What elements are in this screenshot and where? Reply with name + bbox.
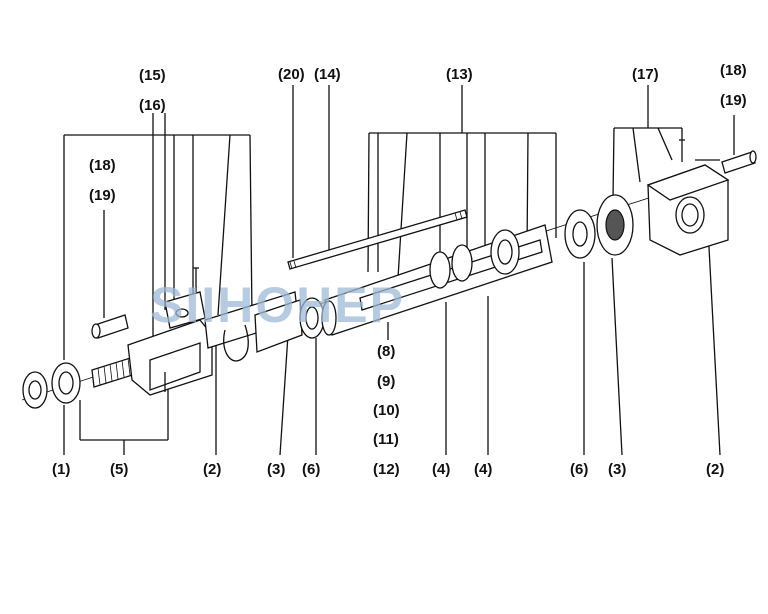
callout-20: (20) — [278, 66, 305, 83]
callout-9: (9) — [377, 373, 395, 390]
callout-8: (8) — [377, 343, 395, 360]
callout-17: (17) — [632, 66, 659, 83]
callout-11: (11) — [373, 431, 399, 448]
callout-16: (16) — [139, 97, 166, 114]
callout-3-right: (3) — [608, 461, 626, 478]
callout-6-left: (6) — [302, 461, 320, 478]
callout-19-right: (19) — [720, 92, 747, 109]
parts — [21, 139, 757, 409]
callout-4-b: (4) — [474, 461, 492, 478]
callout-15: (15) — [139, 67, 166, 84]
callout-14: (14) — [314, 66, 341, 83]
callout-3-left: (3) — [267, 461, 285, 478]
callout-10: (10) — [373, 402, 400, 419]
callout-18-right: (18) — [720, 62, 747, 79]
callout-2-right: (2) — [706, 461, 724, 478]
leader-lines — [63, 85, 735, 456]
callout-6-right: (6) — [570, 461, 588, 478]
watermark-text: SIIHOHEP — [150, 277, 405, 333]
callout-19-left: (19) — [89, 187, 116, 204]
callout-18-left: (18) — [89, 157, 116, 174]
callout-12: (12) — [373, 461, 400, 478]
callout-1: (1) — [52, 461, 70, 478]
callout-13: (13) — [446, 66, 473, 83]
callout-2-left: (2) — [203, 461, 221, 478]
callout-5: (5) — [110, 461, 128, 478]
callout-labels: (15) (16) (20) (14) (13) (17) (18) (19) … — [52, 62, 747, 478]
callout-4-a: (4) — [432, 461, 450, 478]
